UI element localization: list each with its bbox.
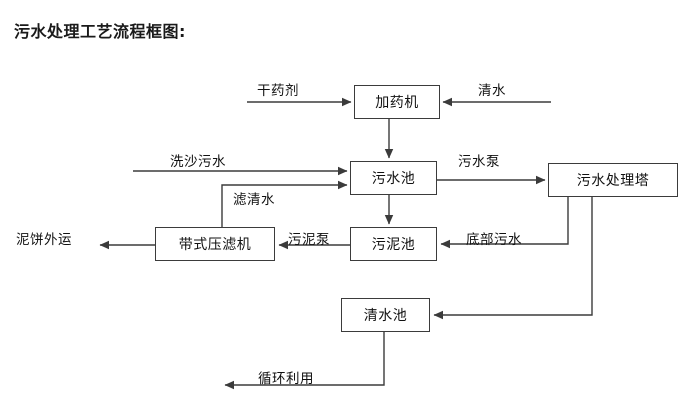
node-dosing-machine[interactable]: 加药机 bbox=[354, 85, 440, 119]
node-clear-water-pool[interactable]: 清水池 bbox=[341, 298, 430, 332]
edge-label-sludge-pump: 污泥泵 bbox=[288, 232, 330, 248]
edge-label-dry-chemical: 干药剂 bbox=[257, 83, 299, 99]
terminal-label-mud-cake-out: 泥饼外运 bbox=[16, 232, 72, 248]
edge-label-recycle-reuse: 循环利用 bbox=[258, 371, 314, 387]
edge-label-clean-water: 清水 bbox=[478, 83, 506, 99]
page-title: 污水处理工艺流程框图: bbox=[14, 22, 186, 41]
node-dosing-machine-label: 加药机 bbox=[375, 95, 419, 111]
node-sludge-pool[interactable]: 污泥池 bbox=[350, 227, 437, 261]
edge-filtered-water-to-sewage-pool bbox=[221, 180, 348, 227]
edge-clear-water-pool-to-recycle bbox=[224, 332, 385, 390]
edge-treatment-tower-to-clear-water-pool bbox=[433, 197, 593, 320]
edge-label-bottom-sewage: 底部污水 bbox=[466, 232, 522, 248]
node-belt-filter-press-label: 带式压滤机 bbox=[178, 237, 252, 253]
edge-label-sand-wash-sewage: 洗沙污水 bbox=[170, 154, 226, 170]
node-belt-filter-press[interactable]: 带式压滤机 bbox=[155, 227, 275, 261]
node-treatment-tower[interactable]: 污水处理塔 bbox=[548, 163, 678, 197]
node-sewage-pool-label: 污水池 bbox=[371, 171, 416, 187]
node-clear-water-pool-label: 清水池 bbox=[363, 308, 408, 324]
node-sewage-pool[interactable]: 污水池 bbox=[350, 161, 437, 195]
edge-label-filtered-water: 滤清水 bbox=[233, 192, 275, 208]
edge-label-sewage-pump: 污水泵 bbox=[458, 154, 500, 170]
node-sludge-pool-label: 污泥池 bbox=[371, 237, 416, 253]
edge-bottom-sewage-to-sludge-pool bbox=[440, 197, 569, 249]
node-treatment-tower-label: 污水处理塔 bbox=[576, 173, 650, 189]
